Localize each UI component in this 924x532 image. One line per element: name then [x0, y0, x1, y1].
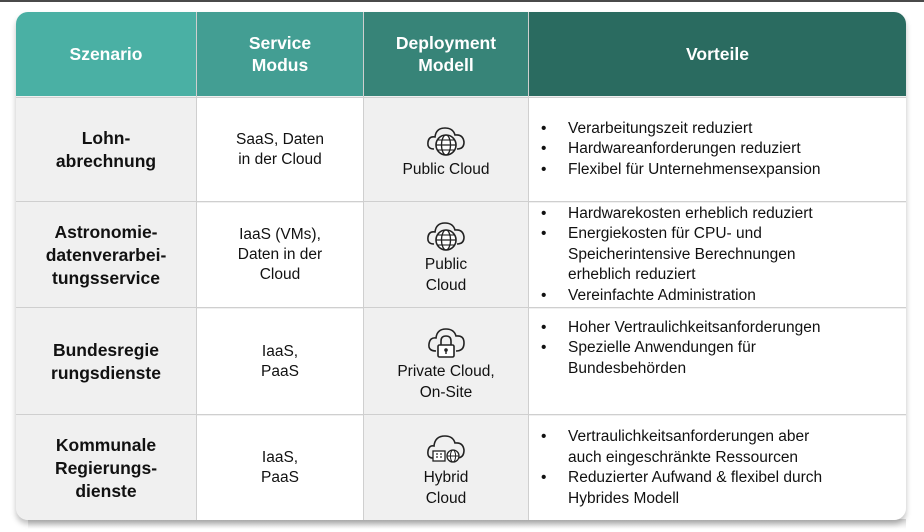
table-row: Astronomie- datenverarbei- tungsservice …: [16, 203, 906, 307]
benefits-cell: Hardwarekosten erheblich reduziert Energ…: [529, 203, 906, 307]
service-mode-cell: IaaS, PaaS: [197, 309, 363, 414]
cloud-scenario-table: Szenario Service Modus Deployment Modell…: [16, 12, 906, 520]
scenario-cell: Lohn- abrechnung: [16, 98, 196, 201]
deployment-label: Public Cloud: [402, 161, 490, 178]
service-mode-cell: SaaS, Daten in der Cloud: [197, 98, 363, 201]
private-cloud-lock-icon: [428, 327, 465, 358]
header-service-modus: Service Modus: [197, 12, 363, 96]
deployment-label: Hybrid Cloud: [423, 469, 469, 507]
column-divider: [363, 12, 364, 520]
public-cloud-globe-icon: [427, 127, 465, 156]
deployment-cell: Public Cloud: [364, 98, 528, 201]
service-mode-cell: IaaS (VMs), Daten in der Cloud: [197, 203, 363, 307]
scenario-cell: Bundesregie rungsdienste: [16, 309, 196, 414]
benefits-cell: Hoher Vertraulichkeitsanforderungen Spez…: [529, 309, 906, 414]
benefits-cell: Vertraulichkeitsanforderungen aber auch …: [529, 416, 906, 520]
benefit-item: Flexibel für Unternehmensexpansion: [529, 160, 820, 181]
deployment-label: Public Cloud: [424, 256, 468, 294]
top-border-line: [0, 0, 924, 2]
benefits-cell: Verarbeitungszeit reduziert Hardwareanfo…: [529, 98, 906, 201]
benefit-item: Vertraulichkeitsanforderungen aber auch …: [529, 427, 822, 468]
benefits-list: Hardwarekosten erheblich reduziert Energ…: [529, 204, 813, 307]
deployment-label: Private Cloud, On-Site: [397, 362, 495, 401]
scenario-cell: Kommunale Regierungs- dienste: [16, 416, 196, 520]
scenario-cell: Astronomie- datenverarbei- tungsservice: [16, 203, 196, 307]
benefit-item: Hardwareanforderungen reduziert: [529, 139, 820, 160]
service-mode-cell: IaaS, PaaS: [197, 416, 363, 520]
benefit-item: Hardwarekosten erheblich reduziert: [529, 204, 813, 225]
benefits-list: Hoher Vertraulichkeitsanforderungen Spez…: [529, 318, 820, 380]
benefit-item: Reduzierter Aufwand & flexibel durch Hyb…: [529, 468, 822, 509]
benefit-item: Spezielle Anwendungen für Bundesbehörden: [529, 338, 820, 379]
header-deployment-modell: Deployment Modell: [364, 12, 528, 96]
benefits-list: Vertraulichkeitsanforderungen aber auch …: [529, 427, 822, 509]
table-row: Bundesregie rungsdienste IaaS, PaaS Priv…: [16, 309, 906, 414]
deployment-cell: Hybrid Cloud: [364, 416, 528, 520]
row-divider: [16, 201, 906, 202]
benefits-list: Verarbeitungszeit reduziert Hardwareanfo…: [529, 119, 820, 181]
row-divider: [16, 97, 906, 98]
table-shadow: [28, 519, 906, 529]
deployment-cell: Public Cloud: [364, 203, 528, 307]
column-divider: [528, 12, 529, 520]
public-cloud-globe-icon: [427, 222, 465, 251]
benefit-item: Hoher Vertraulichkeitsanforderungen: [529, 318, 820, 339]
table-row: Kommunale Regierungs- dienste IaaS, PaaS…: [16, 416, 906, 520]
benefit-item: Energiekosten für CPU- und Speicherinten…: [529, 224, 813, 286]
deployment-cell: Private Cloud, On-Site: [364, 309, 528, 414]
column-divider: [196, 12, 197, 520]
hybrid-cloud-icon: [427, 435, 465, 463]
table-row: Lohn- abrechnung SaaS, Daten in der Clou…: [16, 98, 906, 201]
row-divider: [16, 414, 906, 415]
row-divider: [16, 307, 906, 308]
benefit-item: Vereinfachte Administration: [529, 286, 813, 307]
header-vorteile: Vorteile: [529, 12, 906, 96]
benefit-item: Verarbeitungszeit reduziert: [529, 119, 820, 140]
header-szenario: Szenario: [16, 12, 196, 96]
